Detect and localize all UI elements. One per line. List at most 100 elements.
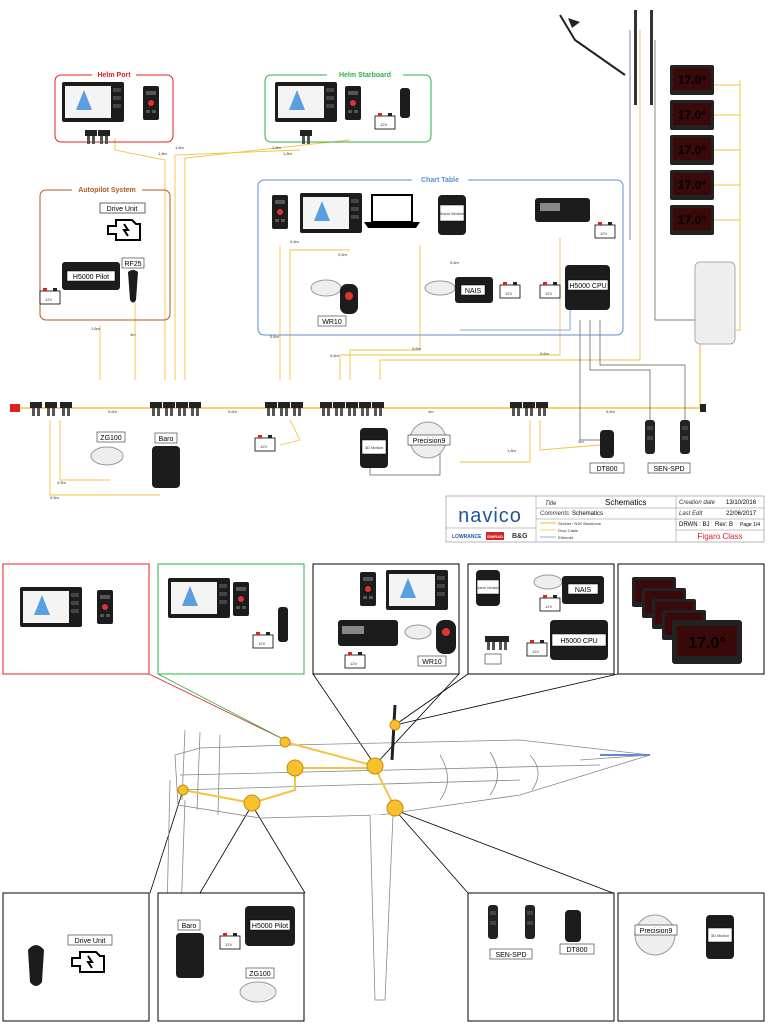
svg-text:1,8m: 1,8m xyxy=(272,145,282,150)
backbone xyxy=(14,30,741,496)
group-chart-table: Chart Table Alarm Module 12V WR10 NAIS 1… xyxy=(257,175,624,336)
svg-text:Title: Title xyxy=(545,501,557,507)
battery-label: 12V xyxy=(260,444,267,449)
rf25-sensor-icon xyxy=(28,945,44,986)
battery-label: 12V xyxy=(225,942,232,947)
svg-text:Rev: B: Rev: B xyxy=(715,522,733,528)
brand-simrad: SIMRAD xyxy=(487,534,503,539)
title-block: navico LOWRANCE SIMRAD B&G Title Schemat… xyxy=(445,495,765,543)
svg-text:Last Edit: Last Edit xyxy=(679,511,703,517)
battery-label: 12V xyxy=(350,661,357,666)
panel-network: Alarm Module NAIS 12V H5000 CPU 12V xyxy=(467,563,615,675)
group-autopilot: Autopilot System Drive Unit H5000 Pilot … xyxy=(39,185,171,321)
nais-label: NAIS xyxy=(575,587,592,594)
group-helm-starboard: Helm Starboard 12V xyxy=(264,70,432,144)
display-readout: 17.0° xyxy=(678,73,706,87)
svg-text:0,6m: 0,6m xyxy=(270,334,280,339)
speed-sensor-icon xyxy=(680,420,690,454)
svg-text:0,6m: 0,6m xyxy=(540,351,550,356)
svg-text:0,6m: 0,6m xyxy=(228,409,238,414)
svg-text:1,8m: 1,8m xyxy=(175,145,185,150)
battery-label: 12V xyxy=(600,231,607,236)
ethernet-lines xyxy=(460,310,571,331)
wind-vane-icon xyxy=(559,14,626,76)
svg-text:1,8m: 1,8m xyxy=(283,151,293,156)
brand-lowrance: LOWRANCE xyxy=(452,534,482,540)
svg-text:0,6m: 0,6m xyxy=(338,252,348,257)
group-title-chart-table: Chart Table xyxy=(421,177,459,184)
svg-text:0,6m: 0,6m xyxy=(450,260,460,265)
keypad-icon xyxy=(143,86,159,120)
display-readout: 17.0° xyxy=(678,143,706,157)
lower-devices: ZG100 Baro 12V 3D Motion Precision9 DT80… xyxy=(90,420,691,488)
svg-text:1,8m: 1,8m xyxy=(507,448,517,453)
svg-text:Ethernet: Ethernet xyxy=(558,535,574,540)
svg-text:0,6m: 0,6m xyxy=(290,239,300,244)
antenna-icon xyxy=(650,10,653,105)
battery-label: 12V xyxy=(258,641,265,646)
svg-text:Schematics: Schematics xyxy=(605,498,646,507)
baro-label: Baro xyxy=(159,436,174,443)
h5000-pilot-label: H5000 Pilot xyxy=(252,923,288,930)
svg-text:Figaro Class: Figaro Class xyxy=(698,532,743,541)
group-title-helm-port: Helm Port xyxy=(97,72,131,79)
battery-label: 12V xyxy=(545,604,552,609)
dt800-transducer-icon xyxy=(600,430,614,458)
baro-sensor-icon xyxy=(152,446,180,488)
group-title-autopilot: Autopilot System xyxy=(78,187,136,194)
display-stack: 17.0° 17.0° 17.0° 17.0° 17.0° xyxy=(670,65,736,345)
svg-text:0,6m: 0,6m xyxy=(108,409,118,414)
rf25-label: RF25 xyxy=(124,261,141,268)
panel-autopilot: Baro H5000 Pilot 12V ZG100 xyxy=(157,892,305,1022)
svg-text:Creation date: Creation date xyxy=(679,500,716,506)
gps-antenna-icon xyxy=(424,280,456,296)
svg-text:0,6m: 0,6m xyxy=(606,409,616,414)
panel-drive: Drive Unit xyxy=(2,892,150,1022)
nais-label: NAIS xyxy=(465,288,482,295)
h5000-cpu-label: H5000 CPU xyxy=(560,638,597,645)
motion-3d-label: 3D Motion xyxy=(365,445,383,450)
dt800-label: DT800 xyxy=(596,466,617,473)
panel-sensors: Precision9 3D Motion xyxy=(617,892,765,1022)
alarm-module-label: Alarm Module xyxy=(440,211,465,216)
battery-label: 12V xyxy=(532,649,539,654)
group-helm-port: Helm Port xyxy=(54,70,174,144)
svg-text:13/10/2016: 13/10/2016 xyxy=(726,500,757,506)
svg-text:0,5m: 0,5m xyxy=(50,495,60,500)
laptop-icon xyxy=(364,194,420,228)
zg100-label: ZG100 xyxy=(100,435,122,442)
pointer-lines xyxy=(148,673,619,894)
svg-text:SimNet / N2K Backbone: SimNet / N2K Backbone xyxy=(558,521,602,526)
svg-text:1,8m: 1,8m xyxy=(91,326,101,331)
panel-helm-starboard: 12V xyxy=(157,563,305,675)
panel-chart-table: 12V WR10 xyxy=(312,563,460,675)
antenna-icon xyxy=(634,10,637,105)
svg-text:Schematics: Schematics xyxy=(572,511,603,517)
boat-hull xyxy=(164,704,651,1001)
svg-text:0,5m: 0,5m xyxy=(57,480,67,485)
svg-text:22/06/2017: 22/06/2017 xyxy=(726,511,757,517)
group-title-helm-starboard: Helm Starboard xyxy=(339,72,391,79)
baro-label: Baro xyxy=(182,923,197,930)
wr10-label: WR10 xyxy=(322,319,342,326)
panel-transducers: SEN-SPD DT800 xyxy=(467,892,615,1022)
brand-logo: navico xyxy=(458,505,522,527)
panel-helm-port xyxy=(2,563,150,675)
vhf-handset-icon xyxy=(400,88,410,118)
svg-text:0,6m: 0,6m xyxy=(412,346,422,351)
sen-spd-label: SEN-SPD xyxy=(653,466,684,473)
svg-text:1,8m: 1,8m xyxy=(158,151,168,156)
display-readout: 17.0° xyxy=(688,635,726,652)
mfd-display-icon xyxy=(62,82,124,122)
battery-label: 12V xyxy=(380,122,387,127)
rf25-sensor-icon xyxy=(128,270,138,303)
svg-text:4m: 4m xyxy=(428,409,434,414)
network-hub-icon xyxy=(694,261,736,345)
data-lines xyxy=(369,30,700,476)
dt800-label: DT800 xyxy=(566,947,587,954)
alarm-module-label: Alarm Module xyxy=(476,585,501,590)
drive-unit-label: Drive Unit xyxy=(107,206,138,213)
drive-unit-label: Drive Unit xyxy=(75,938,106,945)
battery-label: 12V xyxy=(45,297,52,302)
